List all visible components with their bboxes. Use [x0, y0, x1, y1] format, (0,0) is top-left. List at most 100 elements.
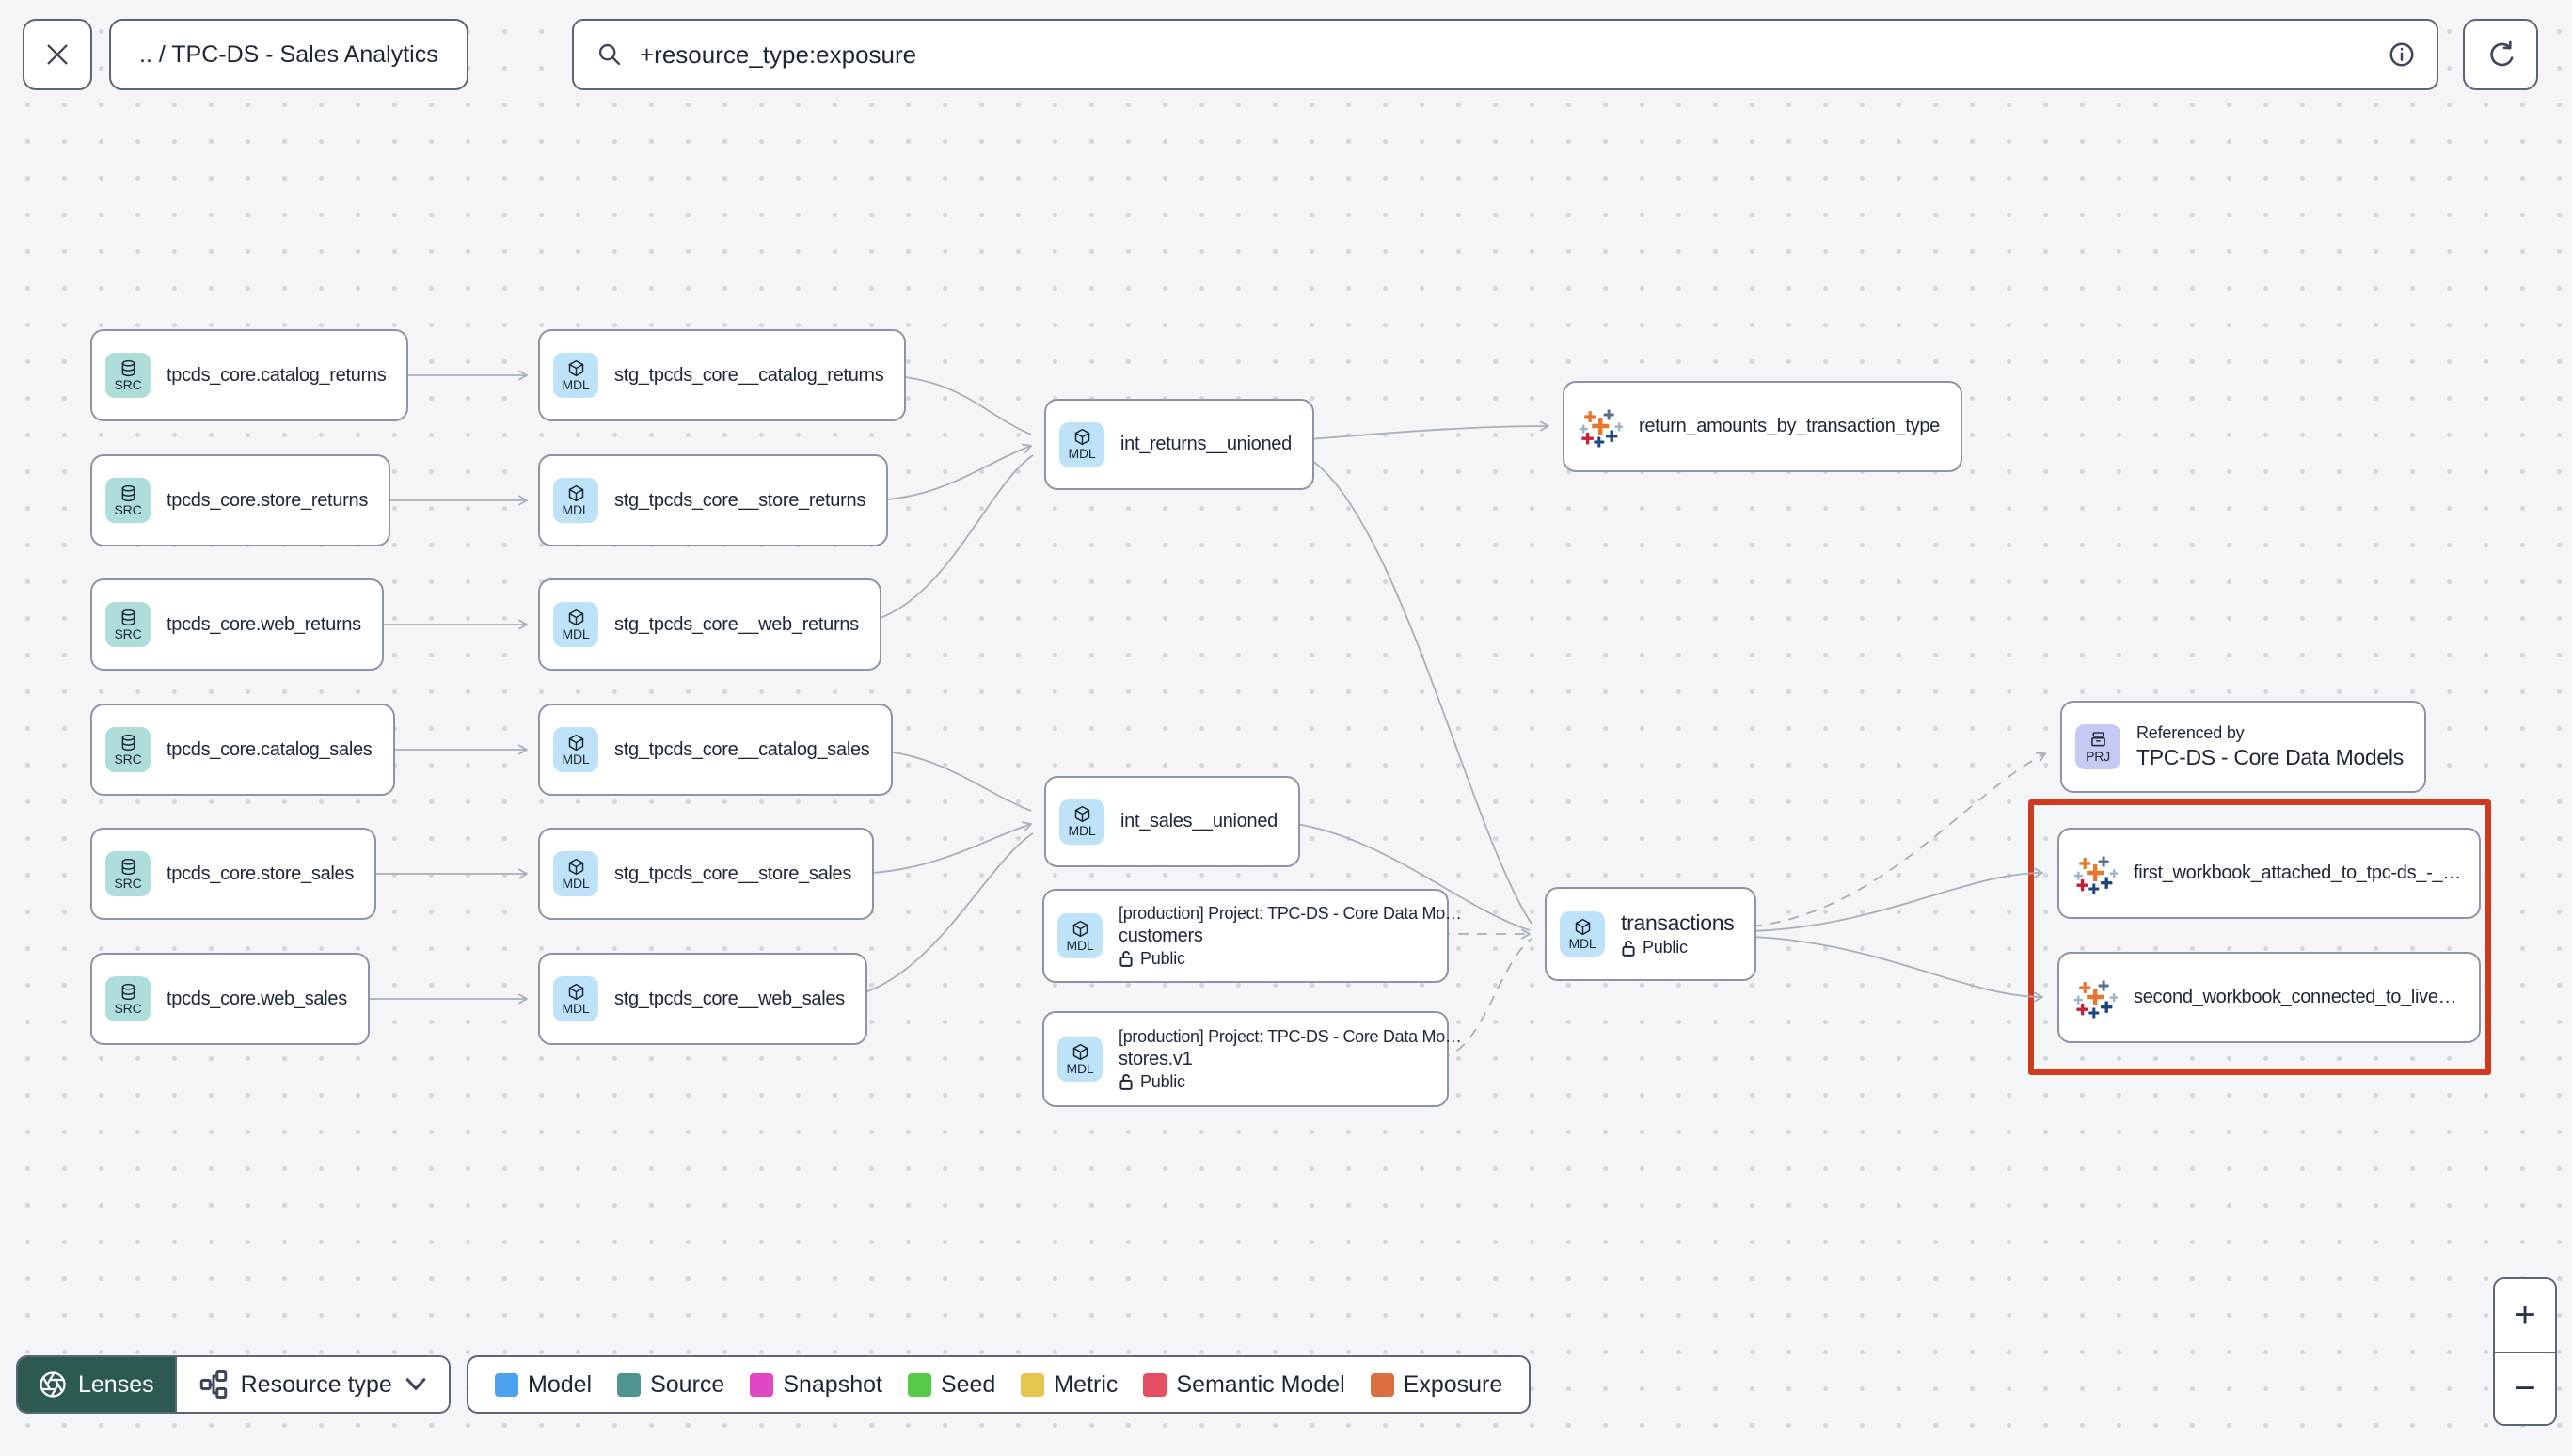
tableau-icon — [2073, 980, 2118, 1018]
unlock-icon — [1622, 940, 1635, 957]
project-context: [production] Project: TPC-DS - Core Data… — [1119, 1026, 1462, 1046]
database-icon — [121, 609, 135, 625]
node-src-catalog-sales[interactable]: SRC tpcds_core.catalog_sales — [90, 704, 395, 796]
resource-type-dropdown[interactable]: Resource type — [174, 1357, 449, 1412]
model-swatch — [495, 1372, 518, 1397]
search-bar — [572, 19, 2438, 90]
breadcrumb[interactable]: .. / TPC-DS - Sales Analytics — [109, 19, 468, 90]
access-badge: Public — [1621, 938, 1734, 957]
zoom-out-button[interactable]: − — [2495, 1352, 2555, 1424]
node-src-catalog-returns[interactable]: SRC tpcds_core.catalog_returns — [90, 329, 409, 421]
cube-icon — [1072, 920, 1088, 937]
cube-icon — [1074, 806, 1089, 823]
node-exposure-return-amounts[interactable]: return_amounts_by_transaction_type — [1563, 381, 1963, 472]
cube-icon — [1074, 429, 1089, 446]
database-icon — [121, 359, 135, 376]
source-badge: SRC — [105, 727, 151, 772]
database-icon — [121, 858, 135, 875]
node-int-sales-unioned[interactable]: MDL int_sales__unioned — [1044, 776, 1300, 867]
cube-icon — [568, 734, 583, 751]
snapshot-swatch — [750, 1372, 774, 1397]
source-badge: SRC — [105, 602, 151, 647]
node-src-web-sales[interactable]: SRC tpcds_core.web_sales — [90, 953, 370, 1045]
model-badge: MDL — [553, 976, 598, 1021]
cube-icon — [568, 359, 583, 376]
project-context: [production] Project: TPC-DS - Core Data… — [1119, 903, 1462, 923]
metric-swatch — [1021, 1372, 1045, 1397]
unlock-icon — [1119, 1073, 1133, 1090]
source-badge: SRC — [105, 353, 151, 398]
search-icon — [598, 43, 621, 66]
tableau-icon — [1579, 409, 1623, 447]
legend-item-seed: Seed — [907, 1371, 995, 1399]
model-badge: MDL — [553, 727, 598, 772]
tableau-icon — [2073, 856, 2118, 894]
database-icon — [121, 734, 135, 751]
database-icon — [121, 983, 135, 1000]
refresh-button[interactable] — [2463, 19, 2538, 90]
legend-item-exposure: Exposure — [1370, 1371, 1502, 1399]
node-stores-v1[interactable]: MDL [production] Project: TPC-DS - Core … — [1042, 1011, 1462, 1107]
node-stg-web-sales[interactable]: MDL stg_tpcds_core__web_sales — [538, 953, 867, 1045]
node-stg-store-returns[interactable]: MDL stg_tpcds_core__store_returns — [538, 454, 889, 546]
zoom-in-button[interactable]: + — [2495, 1279, 2555, 1352]
project-badge: PRJ — [2075, 724, 2120, 769]
cube-icon — [568, 484, 583, 501]
cube-icon — [568, 858, 583, 875]
node-stg-catalog-sales[interactable]: MDL stg_tpcds_core__catalog_sales — [538, 704, 893, 796]
close-button[interactable] — [23, 19, 92, 90]
hierarchy-icon — [199, 1370, 227, 1399]
model-badge: MDL — [553, 851, 598, 896]
cube-icon — [1575, 918, 1590, 935]
aperture-icon — [40, 1371, 66, 1398]
node-transactions[interactable]: MDL transactions Public — [1545, 887, 1757, 981]
legend-item-metric: Metric — [1021, 1371, 1118, 1399]
source-badge: SRC — [105, 976, 151, 1021]
chevron-down-icon — [405, 1378, 426, 1390]
minus-icon: − — [2514, 1368, 2536, 1409]
archive-icon — [2090, 732, 2105, 747]
source-badge: SRC — [105, 851, 151, 896]
node-int-returns-unioned[interactable]: MDL int_returns__unioned — [1044, 399, 1314, 490]
model-badge: MDL — [553, 353, 598, 398]
node-stg-web-returns[interactable]: MDL stg_tpcds_core__web_returns — [538, 578, 881, 671]
lenses-button[interactable]: Lenses — [18, 1357, 175, 1412]
legend-item-semantic-model: Semantic Model — [1143, 1371, 1345, 1399]
close-icon — [47, 44, 68, 65]
seed-swatch — [907, 1372, 931, 1397]
model-badge: MDL — [553, 478, 598, 523]
resource-type-legend: Model Source Snapshot Seed Metric Semant… — [467, 1355, 1532, 1414]
zoom-controls: + − — [2493, 1277, 2557, 1426]
node-src-web-returns[interactable]: SRC tpcds_core.web_returns — [90, 578, 384, 671]
semantic-model-swatch — [1143, 1372, 1167, 1397]
plus-icon: + — [2514, 1294, 2536, 1336]
model-badge: MDL — [1057, 913, 1103, 958]
refresh-icon — [2490, 40, 2514, 67]
cube-icon — [568, 609, 583, 625]
node-exposure-first-workbook[interactable]: first_workbook_attached_to_tpc-ds_-_… — [2057, 828, 2481, 919]
access-badge: Public — [1119, 1072, 1462, 1092]
node-src-store-returns[interactable]: SRC tpcds_core.store_returns — [90, 454, 391, 546]
model-badge: MDL — [1057, 1037, 1103, 1082]
source-badge: SRC — [105, 478, 151, 523]
node-exposure-second-workbook[interactable]: second_workbook_connected_to_live… — [2057, 952, 2481, 1043]
info-icon[interactable] — [2388, 40, 2416, 69]
node-customers[interactable]: MDL [production] Project: TPC-DS - Core … — [1042, 889, 1462, 983]
model-badge: MDL — [553, 602, 598, 647]
unlock-icon — [1119, 950, 1133, 967]
cube-icon — [1072, 1043, 1088, 1060]
legend-item-model: Model — [495, 1371, 592, 1399]
model-badge: MDL — [1560, 911, 1605, 957]
node-referenced-by-project[interactable]: PRJ Referenced by TPC-DS - Core Data Mod… — [2060, 701, 2426, 793]
search-input[interactable] — [640, 40, 2371, 70]
node-stg-catalog-returns[interactable]: MDL stg_tpcds_core__catalog_returns — [538, 329, 907, 421]
node-stg-store-sales[interactable]: MDL stg_tpcds_core__store_sales — [538, 828, 875, 920]
lens-controls: Lenses Resource type — [16, 1355, 451, 1414]
exposure-swatch — [1370, 1372, 1394, 1397]
legend-item-snapshot: Snapshot — [750, 1371, 882, 1399]
legend-item-source: Source — [617, 1371, 724, 1399]
model-badge: MDL — [1059, 799, 1104, 845]
database-icon — [121, 484, 135, 501]
node-src-store-sales[interactable]: SRC tpcds_core.store_sales — [90, 828, 377, 920]
